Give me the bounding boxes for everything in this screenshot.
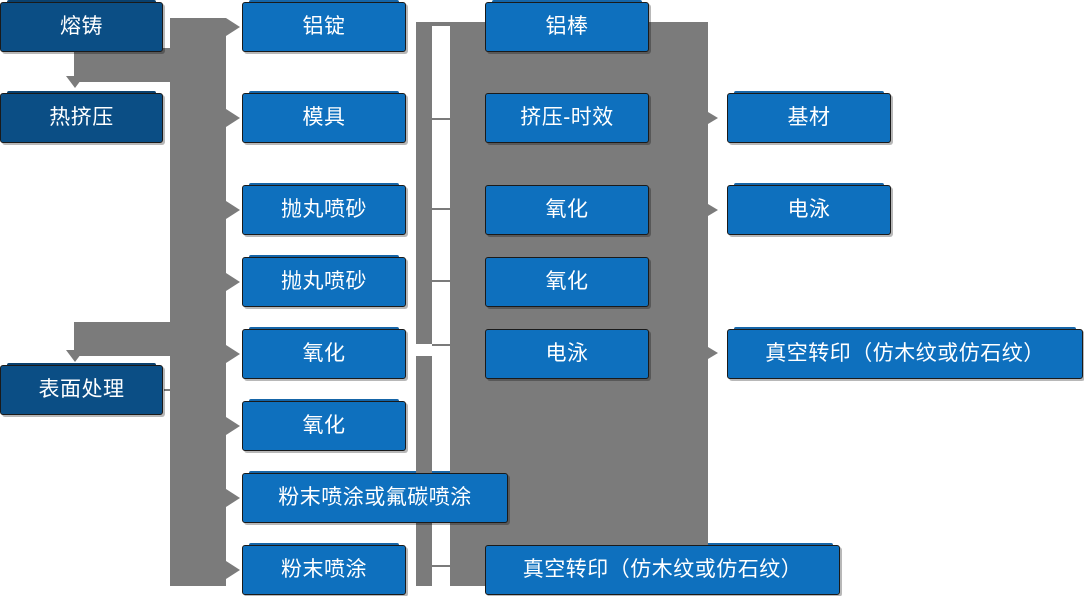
process-box-oxidation-2[interactable]: 氧化	[242, 399, 406, 451]
process-label-shot-blasting-1: 抛丸喷砂	[281, 198, 367, 222]
mid-tie-row-3	[432, 208, 452, 210]
mid-thin-bar-upper	[416, 22, 432, 344]
left-band-arrow-row-1	[226, 18, 240, 36]
operation-box-extrusion-aging[interactable]: 挤压-时效	[485, 91, 649, 143]
output-label-electrophoresis: 电泳	[787, 198, 831, 222]
operation-label-oxidation-2: 氧化	[545, 270, 589, 294]
operation-box-oxidation-1[interactable]: 氧化	[485, 183, 649, 235]
stage-box-surface-treatment[interactable]: 表面处理	[0, 363, 163, 415]
process-label-oxidation-2: 氧化	[302, 414, 346, 438]
left-band-arrow-row-8	[226, 561, 240, 579]
left-band-arrow-row-3	[226, 201, 240, 219]
left-band-arrow-row-2	[226, 109, 240, 127]
mid-tie-row-1	[432, 22, 452, 26]
output-box-vacuum-transfer-print[interactable]: 真空转印（仿木纹或仿石纹）	[727, 327, 1083, 379]
left-connector-down-arrow-top	[66, 76, 84, 88]
stage-label-hot-extrusion: 热挤压	[49, 106, 114, 130]
left-band-arrow-row-4	[226, 273, 240, 291]
stage-label-melt-cast: 熔铸	[60, 15, 103, 39]
operation-label-electrophoresis: 电泳	[545, 342, 589, 366]
operation-label-vacuum-transfer-print: 真空转印（仿木纹或仿石纹）	[522, 558, 803, 582]
operation-label-extrusion-aging: 挤压-时效	[520, 106, 614, 130]
mid-tie-row-5	[432, 344, 452, 346]
output-box-substrate[interactable]: 基材	[727, 91, 891, 143]
operation-label-aluminium-bar: 铝棒	[545, 15, 589, 39]
process-box-mould[interactable]: 模具	[242, 91, 406, 143]
op-arrow-substrate	[708, 112, 718, 124]
output-label-substrate: 基材	[787, 106, 831, 130]
surface-treatment-link	[164, 389, 182, 391]
process-box-powder-or-fluorocarbon-coating[interactable]: 粉末喷涂或氟碳喷涂	[242, 471, 508, 523]
operation-label-oxidation-1: 氧化	[545, 198, 589, 222]
process-label-powder-coating: 粉末喷涂	[281, 558, 367, 582]
mid-tie-row-6	[432, 565, 452, 567]
process-label-shot-blasting-2: 抛丸喷砂	[281, 270, 367, 294]
output-box-electrophoresis[interactable]: 电泳	[727, 183, 891, 235]
process-box-shot-blasting-1[interactable]: 抛丸喷砂	[242, 183, 406, 235]
stage-box-hot-extrusion[interactable]: 热挤压	[0, 91, 163, 143]
stage-box-melt-cast[interactable]: 熔铸	[0, 0, 163, 52]
left-connector-down-arrow-mid	[66, 350, 84, 362]
process-box-oxidation-1[interactable]: 氧化	[242, 327, 406, 379]
process-box-aluminium-ingot[interactable]: 铝锭	[242, 0, 406, 52]
mid-tie-row-4	[432, 280, 452, 282]
stage-label-surface-treatment: 表面处理	[38, 378, 125, 402]
left-band-arrow-row-7	[226, 489, 240, 507]
output-label-vacuum-transfer-print: 真空转印（仿木纹或仿石纹）	[765, 342, 1045, 366]
operation-box-electrophoresis[interactable]: 电泳	[485, 327, 649, 379]
operation-box-vacuum-transfer-print[interactable]: 真空转印（仿木纹或仿石纹）	[485, 543, 840, 595]
process-label-oxidation-1: 氧化	[302, 342, 346, 366]
process-label-mould: 模具	[302, 106, 346, 130]
left-band-arrow-row-6	[226, 417, 240, 435]
process-box-shot-blasting-2[interactable]: 抛丸喷砂	[242, 255, 406, 307]
left-connector-mid-stub	[74, 322, 174, 356]
op-arrow-electrophoresis	[708, 204, 718, 216]
left-band-arrow-row-5	[226, 345, 240, 363]
operation-box-oxidation-2[interactable]: 氧化	[485, 255, 649, 307]
left-connector-band	[170, 18, 226, 586]
operation-box-aluminium-bar[interactable]: 铝棒	[485, 0, 649, 52]
process-label-powder-or-fluorocarbon-coating: 粉末喷涂或氟碳喷涂	[278, 486, 472, 510]
process-label-aluminium-ingot: 铝锭	[302, 15, 346, 39]
op-arrow-vacuum-transfer	[708, 347, 718, 359]
process-box-powder-coating[interactable]: 粉末喷涂	[242, 543, 406, 595]
left-connector-top-stub	[74, 48, 174, 82]
mid-tie-row-2	[432, 118, 452, 120]
mid-thin-bar-lower	[416, 356, 432, 586]
